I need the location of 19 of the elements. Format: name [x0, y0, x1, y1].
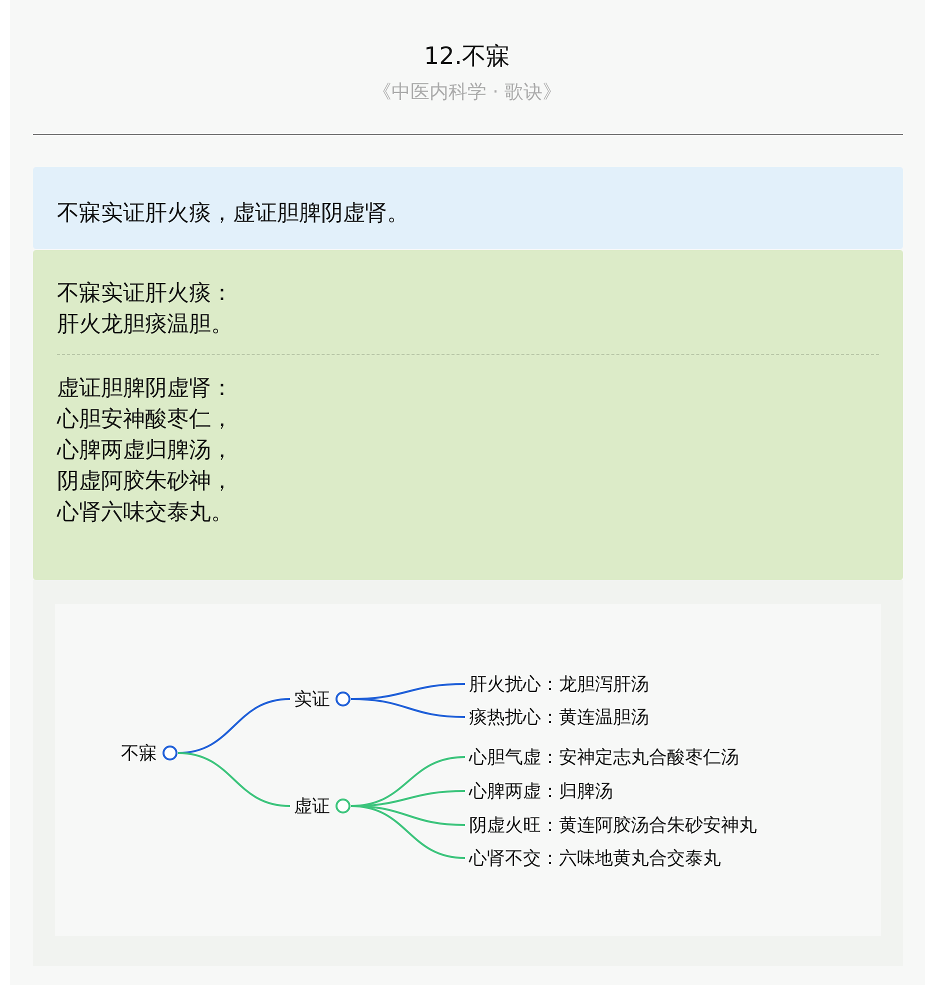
verse-text: 虚证胆脾阴虚肾：心胆安神酸枣仁，心脾两虚归脾汤，阴虚阿胶朱砂神，心肾六味交泰丸。	[57, 375, 234, 527]
page-title: 12.不寐	[422, 41, 512, 72]
leaf-text: 心肾不交：六味地黄丸合交泰丸	[469, 847, 721, 870]
leaf-text: 心胆气虚：安神定志丸合酸枣仁汤	[469, 746, 739, 769]
subtitle: 《中医内科学 · 歌诀》	[371, 80, 563, 105]
leaf-text: 痰热扰心：黄连温胆汤	[469, 706, 649, 729]
branch-line	[350, 805, 466, 859]
leaf-text: 肝火扰心：龙胆泻肝汤	[469, 673, 649, 696]
verse-text: 不寐实证肝火痰：肝火龙胆痰温胆。	[57, 280, 234, 339]
topic-text: 实证	[294, 688, 330, 711]
verse-text: 不寐实证肝火痰，虚证胆脾阴虚肾。	[57, 200, 410, 228]
topic-text: 虚证	[294, 795, 330, 818]
branch-line	[350, 698, 466, 718]
branch-line	[178, 752, 290, 807]
verse-card	[33, 167, 903, 249]
verse-card	[33, 250, 903, 580]
topic-text: 不寐	[121, 742, 157, 765]
leaf-text: 阴虚火旺：黄连阿胶汤合朱砂安神丸	[469, 814, 757, 837]
leaf-text: 心脾两虚：归脾汤	[469, 780, 613, 803]
